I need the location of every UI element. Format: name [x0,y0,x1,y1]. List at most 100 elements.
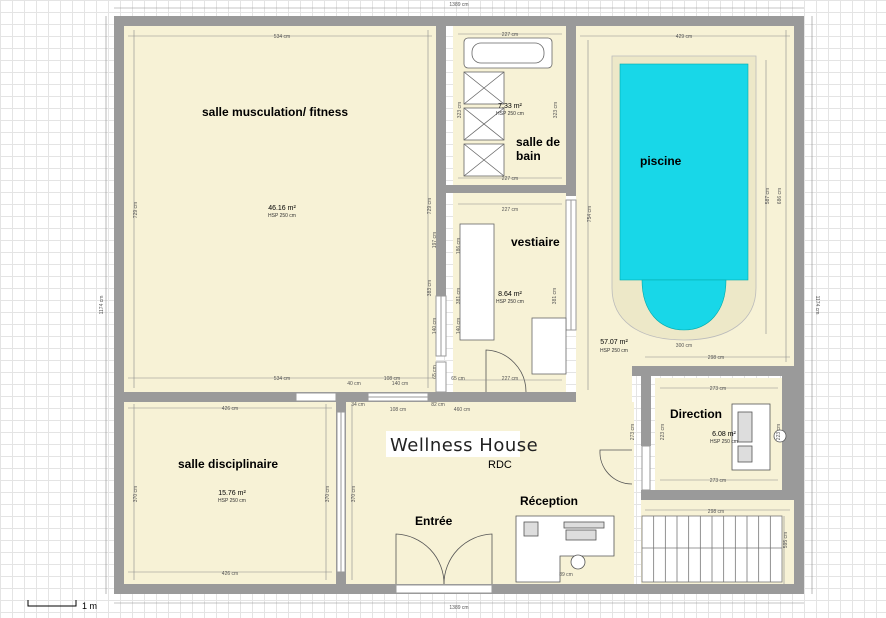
area-fitness: 46.16 m² [268,205,296,212]
pool-spa [641,279,727,331]
label-vestiaire: vestiaire [511,235,560,249]
dim-stairs-right: 595 cm [783,532,789,548]
dim-piscine-left: 754 cm [587,206,593,222]
area-direction: 6.08 m² [712,431,736,438]
dim-disc-bottom: 426 cm [222,571,238,577]
wall-bain-right [566,26,576,196]
dim-disc-left: 370 cm [133,486,139,502]
dim-vest-left: 381 cm [456,288,462,304]
dim-direction-top-outer: 298 cm [708,355,724,361]
dim-vest-b: 186 cm [456,238,462,254]
wall-fitness-bain [436,26,446,296]
label-fitness: salle musculation/ fitness [202,105,348,119]
hsp-direction: HSP 250 cm [710,439,738,445]
dim-misc-140: 140 cm [392,381,408,387]
label-bain-2: bain [516,149,541,163]
dim-bain-bottom: 227 cm [502,176,518,182]
dim-vest-right: 381 cm [552,288,558,304]
dim-bain-left: 323 cm [457,102,463,118]
dim-vest-top: 227 cm [502,207,518,213]
dim-vest-c: 140 cm [432,318,438,334]
dim-piscine-right: 686 cm [777,188,783,204]
dim-vest-d: 140 cm [456,318,462,334]
dim-fitness-left: 729 cm [133,202,139,218]
dim-fitness-bottom: 534 cm [274,376,290,382]
dim-entree-left: 370 cm [351,486,357,502]
label-disciplinaire: salle disciplinaire [178,457,278,471]
dim-misc-460: 460 cm [454,407,470,413]
dim-direction-bottom: 273 cm [710,478,726,484]
dim-misc-65: 65 cm [451,376,465,382]
scale-bar: 1 m [27,600,97,611]
locker [531,317,567,375]
windows [295,199,651,594]
dim-stairs-top: 298 cm [708,509,724,515]
dim-misc-108b: 108 cm [390,407,406,413]
dimension-labels: 1389 cm 1389 cm 1174 cm 1174 cm 534 cm 5… [99,2,820,611]
door-entree-right [443,533,493,585]
wall-direction-inner-right [782,376,794,490]
area-bain: 7.33 m² [498,103,522,110]
reception-furniture [515,515,615,583]
dim-fitness-right: 729 cm [427,198,433,214]
label-direction: Direction [670,407,722,421]
wall-bain-bottom [446,185,566,193]
wall-direction-left [641,376,651,446]
room-labels: salle musculation/ fitness 46.16 m² HSP … [178,103,738,528]
dim-misc-40: 40 cm [347,381,361,387]
hsp-fitness: HSP 250 cm [268,213,296,219]
floor-fitness [124,26,436,392]
stairs [641,515,783,583]
pool [611,55,757,341]
direction-furniture [731,403,787,471]
dim-vest-f: 65 cm [432,365,438,379]
label-bain-1: salle de [516,135,560,149]
window-corridor [295,392,337,402]
dim-direction-top: 273 cm [710,386,726,392]
plan-title: Wellness House [390,435,538,456]
dim-vest-a: 197 cm [432,232,438,248]
chair-direction [773,429,787,443]
scale-label: 1 m [82,601,97,611]
dim-direction-left: 223 cm [660,424,666,440]
wall-direction-top [632,366,804,376]
dim-misc-34: 34 cm [351,402,365,408]
floor-direction [655,378,794,490]
dim-piscine-top: 429 cm [676,34,692,40]
bathtub [463,37,553,69]
chair-reception [570,554,586,570]
wall-mid-horizontal [124,392,576,402]
door-direction [599,449,633,485]
dim-bain-right: 323 cm [553,102,559,118]
label-reception: Réception [520,494,578,508]
dim-bain-top: 227 cm [502,32,518,38]
doors [395,349,633,585]
dim-overall-left: 1174 cm [99,296,105,315]
floor-entree [346,402,634,594]
hsp-piscine: HSP 250 cm [600,348,628,354]
dim-vest-bottom: 227 cm [502,376,518,382]
area-piscine: 57.07 m² [600,339,628,346]
dim-direction-outer: 273 cm [630,424,636,440]
window-direction [641,445,651,491]
dim-disc-right: 370 cm [325,486,331,502]
dim-overall-top: 1389 cm [449,2,468,8]
area-vestiaire: 8.64 m² [498,291,522,298]
bathroom-fixtures [463,37,553,177]
wall-direction-bottom [641,490,804,500]
window-entree [395,584,493,594]
dim-direction-right: 223 cm [776,424,782,440]
dim-misc-89: 89 cm [559,572,573,578]
dim-piscine-bottom: 300 cm [676,343,692,349]
dim-misc-108a: 108 cm [384,376,400,382]
bench [459,223,495,341]
hsp-vestiaire: HSP 250 cm [496,299,524,305]
pool-water [619,63,749,281]
label-piscine: piscine [640,154,682,168]
window-fitness-right-2 [435,361,447,393]
label-entree: Entrée [415,514,453,528]
door-vestiaire [485,349,527,393]
dim-overall-right: 1174 cm [814,296,820,315]
dim-fitness-top: 534 cm [274,34,290,40]
